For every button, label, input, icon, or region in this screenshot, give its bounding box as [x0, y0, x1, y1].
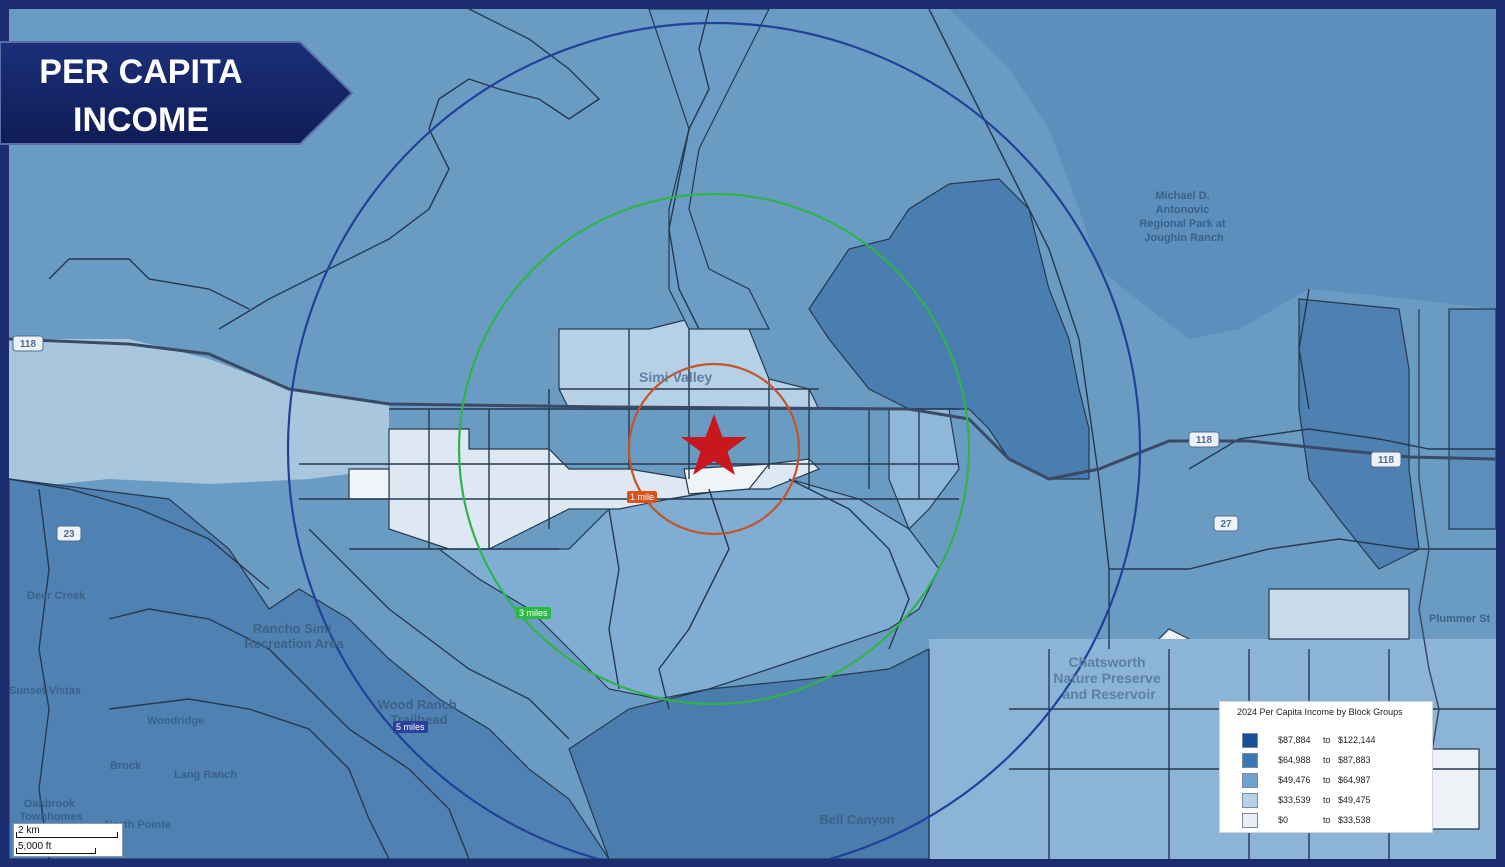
radius-rings: [287, 22, 1141, 859]
region-north-central: [648, 9, 770, 330]
legend-from: $49,476: [1278, 775, 1311, 785]
local-road: [1418, 309, 1440, 770]
svg-text:27: 27: [1220, 519, 1232, 530]
label-oakbrook: Oakbrook Townhomes: [19, 798, 82, 823]
legend-to-word: to: [1323, 815, 1331, 825]
legend-to-word: to: [1323, 775, 1331, 785]
label-antonovic-park: Michael D. Antonovic Regional Park at Jo…: [1139, 190, 1228, 244]
legend-to: $87,883: [1338, 755, 1371, 765]
region-west-band: [9, 339, 389, 489]
title-line-1: PER CAPITA: [39, 53, 243, 91]
ring-label-1-mile: 1 mile: [627, 491, 658, 503]
label-woodridge: Woodridge: [147, 715, 204, 727]
legend-to-word: to: [1323, 795, 1331, 805]
label-chatsworth: Chatsworth Nature Preserve and Reservoir: [1053, 654, 1164, 702]
title-line-2: INCOME: [73, 101, 209, 139]
legend-from: $0: [1278, 815, 1289, 825]
label-deer-creek: Deer Creek: [27, 590, 86, 602]
region-se-light: [1268, 588, 1410, 640]
region-sw: [9, 478, 610, 859]
ring-label-3-miles: 3 miles: [516, 607, 551, 619]
label-lang-ranch: Lang Ranch: [174, 769, 237, 781]
scale-bar: 2 km 5,000 ft: [13, 823, 123, 857]
title-banner: [0, 41, 354, 145]
ring-1-mile: [627, 362, 801, 536]
region-se-light2: [1428, 748, 1480, 830]
legend-swatch: [1242, 793, 1258, 808]
route-shield-118-east: 118: [1370, 451, 1402, 468]
legend-to-word: to: [1323, 755, 1331, 765]
route-shield-118-center: 118: [1188, 431, 1220, 448]
choropleth-map[interactable]: 118 118 118 23 27: [9, 9, 1496, 859]
region-east-mid: [888, 408, 960, 531]
legend-title: 2024 Per Capita Income by Block Groups: [1237, 707, 1403, 717]
legend-swatch: [1242, 733, 1258, 748]
map-legend: 2024 Per Capita Income by Block Groups $…: [1219, 701, 1433, 833]
legend-swatch: [1242, 773, 1258, 788]
svg-text:118: 118: [1378, 455, 1395, 466]
scale-km-bar: [16, 832, 118, 838]
label-brock: Brock: [110, 760, 142, 772]
legend-to: $64,987: [1338, 775, 1371, 785]
label-sunset-vistas: Sunset Vistas: [9, 685, 81, 697]
legend-to-word: to: [1323, 735, 1331, 745]
label-rancho-simi: Rancho Simi Recreation Area: [244, 621, 344, 651]
route-shields: 118 118 118 23 27: [12, 335, 1402, 542]
region-south: [568, 648, 940, 859]
region-east-edge: [1448, 308, 1496, 530]
route-shield-23: 23: [56, 525, 82, 542]
region-center-strip: [388, 428, 821, 550]
scale-ft-bar: [16, 848, 96, 854]
legend-to: $33,538: [1338, 815, 1371, 825]
block-group-regions: [9, 9, 1496, 859]
region-ne-park: [949, 9, 1496, 339]
legend-to: $122,144: [1338, 735, 1376, 745]
scale-ft-label: 5,000 ft: [18, 841, 52, 852]
highway-118: [9, 337, 1496, 481]
svg-text:118: 118: [20, 339, 37, 350]
legend-to: $49,475: [1338, 795, 1371, 805]
label-bell-canyon: Bell Canyon: [819, 812, 894, 827]
ring-5-mile: [287, 22, 1141, 859]
page-title: PER CAPITA INCOME: [0, 48, 282, 144]
svg-text:23: 23: [63, 529, 75, 540]
legend-swatch: [1242, 753, 1258, 768]
scale-km-label: 2 km: [18, 825, 40, 836]
ring-label-5-miles: 5 miles: [393, 721, 428, 733]
label-simi-valley: Simi Valley: [639, 369, 712, 385]
legend-swatch: [1242, 813, 1258, 828]
svg-text:118: 118: [1196, 435, 1213, 446]
route-shield-27: 27: [1213, 515, 1239, 532]
legend-from: $33,539: [1278, 795, 1311, 805]
ring-3-mile: [457, 192, 971, 706]
region-white-block-b: [683, 463, 771, 495]
subject-site-star-icon[interactable]: [681, 414, 747, 475]
label-plummer-st: Plummer St: [1429, 613, 1490, 625]
legend-from: $87,884: [1278, 735, 1311, 745]
route-shield-118-west: 118: [12, 335, 44, 352]
legend-from: $64,988: [1278, 755, 1311, 765]
region-white-block-a: [348, 468, 390, 500]
region-far-east: [1298, 298, 1420, 570]
